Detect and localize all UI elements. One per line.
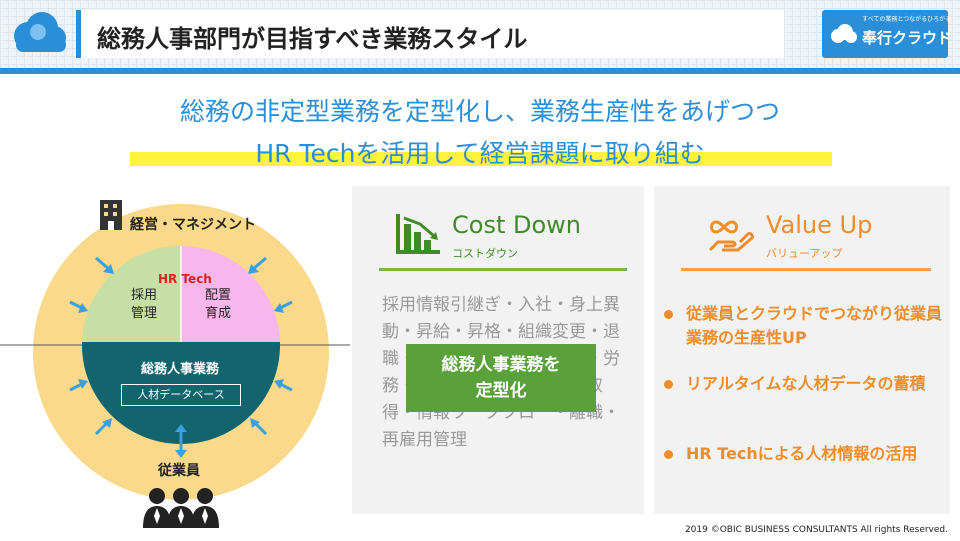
bullet-dot-icon — [664, 310, 673, 319]
brand-name: 奉行クラウド — [862, 29, 953, 47]
cost-down-panel: Cost Down コストダウン 採用情報引継ぎ・入社・身上異動・昇給・昇格・組… — [352, 186, 644, 514]
standardize-label: 総務人事業務を 定型化 — [406, 344, 596, 412]
brand-cloud-icon — [831, 24, 857, 43]
ga-hr-label: 総務人事業務 — [140, 362, 219, 377]
headline-line2: HR Techを活用して経営課題に取り組む — [255, 139, 705, 168]
title-box: 総務人事部門が目指すべき業務スタイル — [76, 10, 784, 58]
header-accent-bar — [0, 68, 960, 74]
right-quadrant-shape — [181, 246, 280, 345]
cost-down-subtitle: コストダウン — [452, 247, 518, 260]
cost-down-underline — [379, 268, 627, 271]
recruit-mgmt-label: 採用 管理 — [130, 288, 157, 321]
value-bullet-text: リアルタイムな人材データの蓄積 — [686, 374, 926, 393]
value-up-title: Value Up — [766, 211, 873, 239]
arrow-icons — [69, 256, 293, 458]
brand-tagline: すべての業務とつながるひろがる — [862, 16, 952, 23]
management-label: 経営・マネジメント — [130, 217, 256, 233]
brand-logo: すべての業務とつながるひろがる 奉行クラウド — [822, 10, 952, 58]
page-title: 総務人事部門が目指すべき業務スタイル — [97, 25, 528, 53]
cost-down-title: Cost Down — [452, 211, 581, 239]
value-up-underline — [681, 268, 931, 271]
cloud-logo-icon — [14, 12, 66, 52]
database-label: 人材データベース — [121, 384, 241, 406]
headline-line1: 総務の非定型業務を定型化し、業務生産性をあげつつ — [179, 97, 780, 126]
value-up-subtitle: バリューアップ — [766, 247, 843, 260]
diagram-graphics — [0, 200, 350, 528]
standardize-line1: 総務人事業務を — [441, 355, 561, 375]
placement-training-label: 配置 育成 — [204, 288, 231, 321]
left-quadrant-shape — [82, 246, 181, 345]
bullet-dot-icon — [664, 450, 673, 459]
employee-people-icon — [143, 488, 219, 528]
value-bullet-text: 従業員とクラウドでつながり従業員業務の生産性UP — [686, 304, 943, 347]
cost-down-chart-icon — [396, 214, 440, 254]
value-up-panel: Value Up バリューアップ 従業員とクラウドでつながり従業員業務の生産性U… — [654, 186, 950, 514]
standardize-line2: 定型化 — [475, 381, 527, 401]
copyright-footer: 2019 ©OBIC BUSINESS CONSULTANTS All righ… — [684, 525, 948, 535]
bullet-dot-icon — [664, 380, 673, 389]
hr-tech-label: HR Tech — [158, 272, 212, 286]
headline-highlight — [130, 152, 832, 166]
hr-diagram: 経営・マネジメント HR Tech 採用 管理 配置 育成 総務人事業務 人材デ… — [0, 190, 350, 541]
value-bullet-text: HR Techによる人材情報の活用 — [686, 444, 918, 463]
ga-hr-shape — [82, 345, 280, 444]
employee-label: 従業員 — [158, 463, 200, 479]
building-icon — [100, 200, 122, 230]
value-up-hand-icon — [708, 220, 754, 252]
